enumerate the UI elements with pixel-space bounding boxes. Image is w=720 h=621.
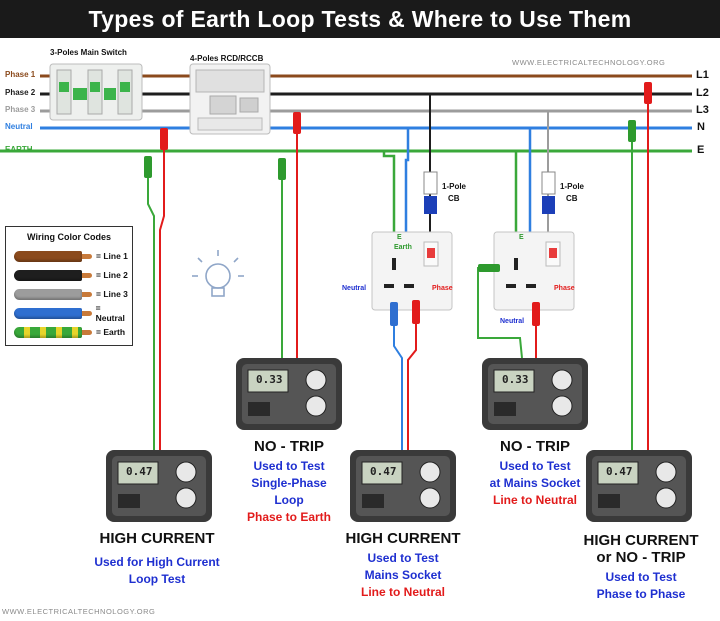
cb1-label-line2: CB (448, 194, 460, 203)
test5-title2: or NO - TRIP (596, 549, 686, 566)
test1-title: HIGH CURRENT (99, 530, 215, 547)
tester-3 (350, 450, 456, 522)
test5-desc1: Used to Test (605, 570, 677, 584)
legend-item-neutral: = Neutral (14, 303, 132, 323)
test2-red: Phase to Earth (246, 510, 332, 524)
test2-title: NO - TRIP (254, 438, 324, 455)
tester-4 (482, 358, 588, 430)
legend-label: = Line 2 (96, 270, 128, 280)
test2-desc3: Loop (274, 493, 304, 507)
main-switch (49, 63, 143, 121)
cable-icon (14, 269, 92, 281)
test1-desc2: Loop Test (128, 572, 186, 586)
line-tag-e: E (697, 144, 705, 156)
wiring-color-legend: Wiring Color Codes = Line 1 = Line 2 = L… (5, 226, 133, 346)
line-tag-l3: L3 (696, 104, 709, 116)
test5-description: HIGH CURRENT or NO - TRIP Used to Test P… (566, 532, 716, 601)
earth-label: EARTH (5, 145, 33, 154)
lightbulb-icon (192, 250, 244, 297)
cb1-label-line1: 1-Pole (442, 182, 467, 191)
test3-title: HIGH CURRENT (345, 530, 461, 547)
watermark-top: WWW.ELECTRICALTECHNOLOGY.ORG (512, 58, 666, 67)
bus-lines (0, 74, 692, 153)
title-bar: Types of Earth Loop Tests & Where to Use… (0, 0, 720, 38)
test3-desc2: Mains Socket (364, 568, 442, 582)
legend-item-earth: = Earth (14, 325, 125, 339)
test2-description: NO - TRIP Used to Test Single-Phase Loop… (214, 438, 364, 524)
phase1-label: Phase 1 (5, 70, 36, 79)
legend-item-line1: = Line 1 (14, 249, 128, 263)
cable-icon (14, 250, 92, 262)
socket1-neutral-label: Neutral (342, 285, 367, 292)
legend-label: = Earth (96, 327, 126, 337)
tester-5 (586, 450, 692, 522)
neutral-label: Neutral (5, 122, 33, 131)
socket2-e-label: E (519, 234, 524, 241)
test3-description: HIGH CURRENT Used to Test Mains Socket L… (328, 530, 478, 599)
legend-label: = Line 3 (96, 289, 128, 299)
legend-title: Wiring Color Codes (27, 232, 111, 242)
phase2-label: Phase 2 (5, 88, 36, 97)
line-tag-l1: L1 (696, 69, 709, 81)
test2-desc2: Single-Phase (251, 476, 327, 490)
test4-red: Line to Neutral (492, 493, 577, 507)
tester4-reading: 0.33 (502, 373, 529, 386)
tester-2 (236, 358, 342, 430)
test4-title: NO - TRIP (500, 438, 570, 455)
test-leads (147, 104, 649, 450)
socket2-phase-label: Phase (554, 285, 575, 292)
socket-2 (493, 231, 575, 311)
line-tag-l2: L2 (696, 87, 709, 99)
legend-label: = Neutral (95, 303, 125, 323)
cable-icon (14, 307, 92, 319)
test5-title1: HIGH CURRENT (583, 532, 699, 549)
test3-desc1: Used to Test (367, 551, 439, 565)
test1-description: HIGH CURRENT Used for High Current Loop … (82, 530, 232, 586)
socket1-earth-label: Earth (394, 244, 412, 251)
test5-desc2: Phase to Phase (596, 587, 686, 601)
test4-desc2: at Mains Socket (489, 476, 581, 490)
legend-item-line2: = Line 2 (14, 268, 128, 282)
rcd-label: 4-Poles RCD/RCCB (190, 54, 264, 63)
phase3-label: Phase 3 (5, 105, 36, 114)
tester2-reading: 0.33 (256, 373, 283, 386)
page-title: Types of Earth Loop Tests & Where to Use… (88, 5, 632, 32)
socket2-neutral-label: Neutral (500, 318, 525, 325)
socket1-e-label: E (397, 234, 402, 241)
test1-desc1: Used for High Current (94, 555, 220, 569)
test3-red: Line to Neutral (360, 585, 445, 599)
socket1-wiring (382, 94, 431, 232)
cb2-label-line1: 1-Pole (560, 182, 585, 191)
watermark-bottom: WWW.ELECTRICALTECHNOLOGY.ORG (2, 607, 156, 616)
tester3-reading: 0.47 (370, 465, 397, 478)
legend-label: = Line 1 (96, 251, 128, 261)
tester1-reading: 0.47 (126, 465, 153, 478)
main-switch-label: 3-Poles Main Switch (50, 48, 127, 57)
test4-description: NO - TRIP Used to Test at Mains Socket L… (460, 438, 610, 507)
cb2-label-line2: CB (566, 194, 578, 203)
cable-icon (14, 288, 92, 300)
cb1-device (423, 171, 438, 214)
socket1-phase-label: Phase (432, 285, 453, 292)
line-tag-n: N (697, 121, 705, 133)
test4-desc1: Used to Test (499, 459, 571, 473)
tester-1 (106, 450, 212, 522)
socket-1 (371, 231, 453, 311)
cb2-device (541, 171, 556, 214)
probes (144, 82, 652, 326)
rcd-device (189, 63, 271, 135)
test2-desc1: Used to Test (253, 459, 325, 473)
tester5-reading: 0.47 (606, 465, 633, 478)
legend-item-line3: = Line 3 (14, 287, 128, 301)
cable-icon (14, 326, 92, 338)
